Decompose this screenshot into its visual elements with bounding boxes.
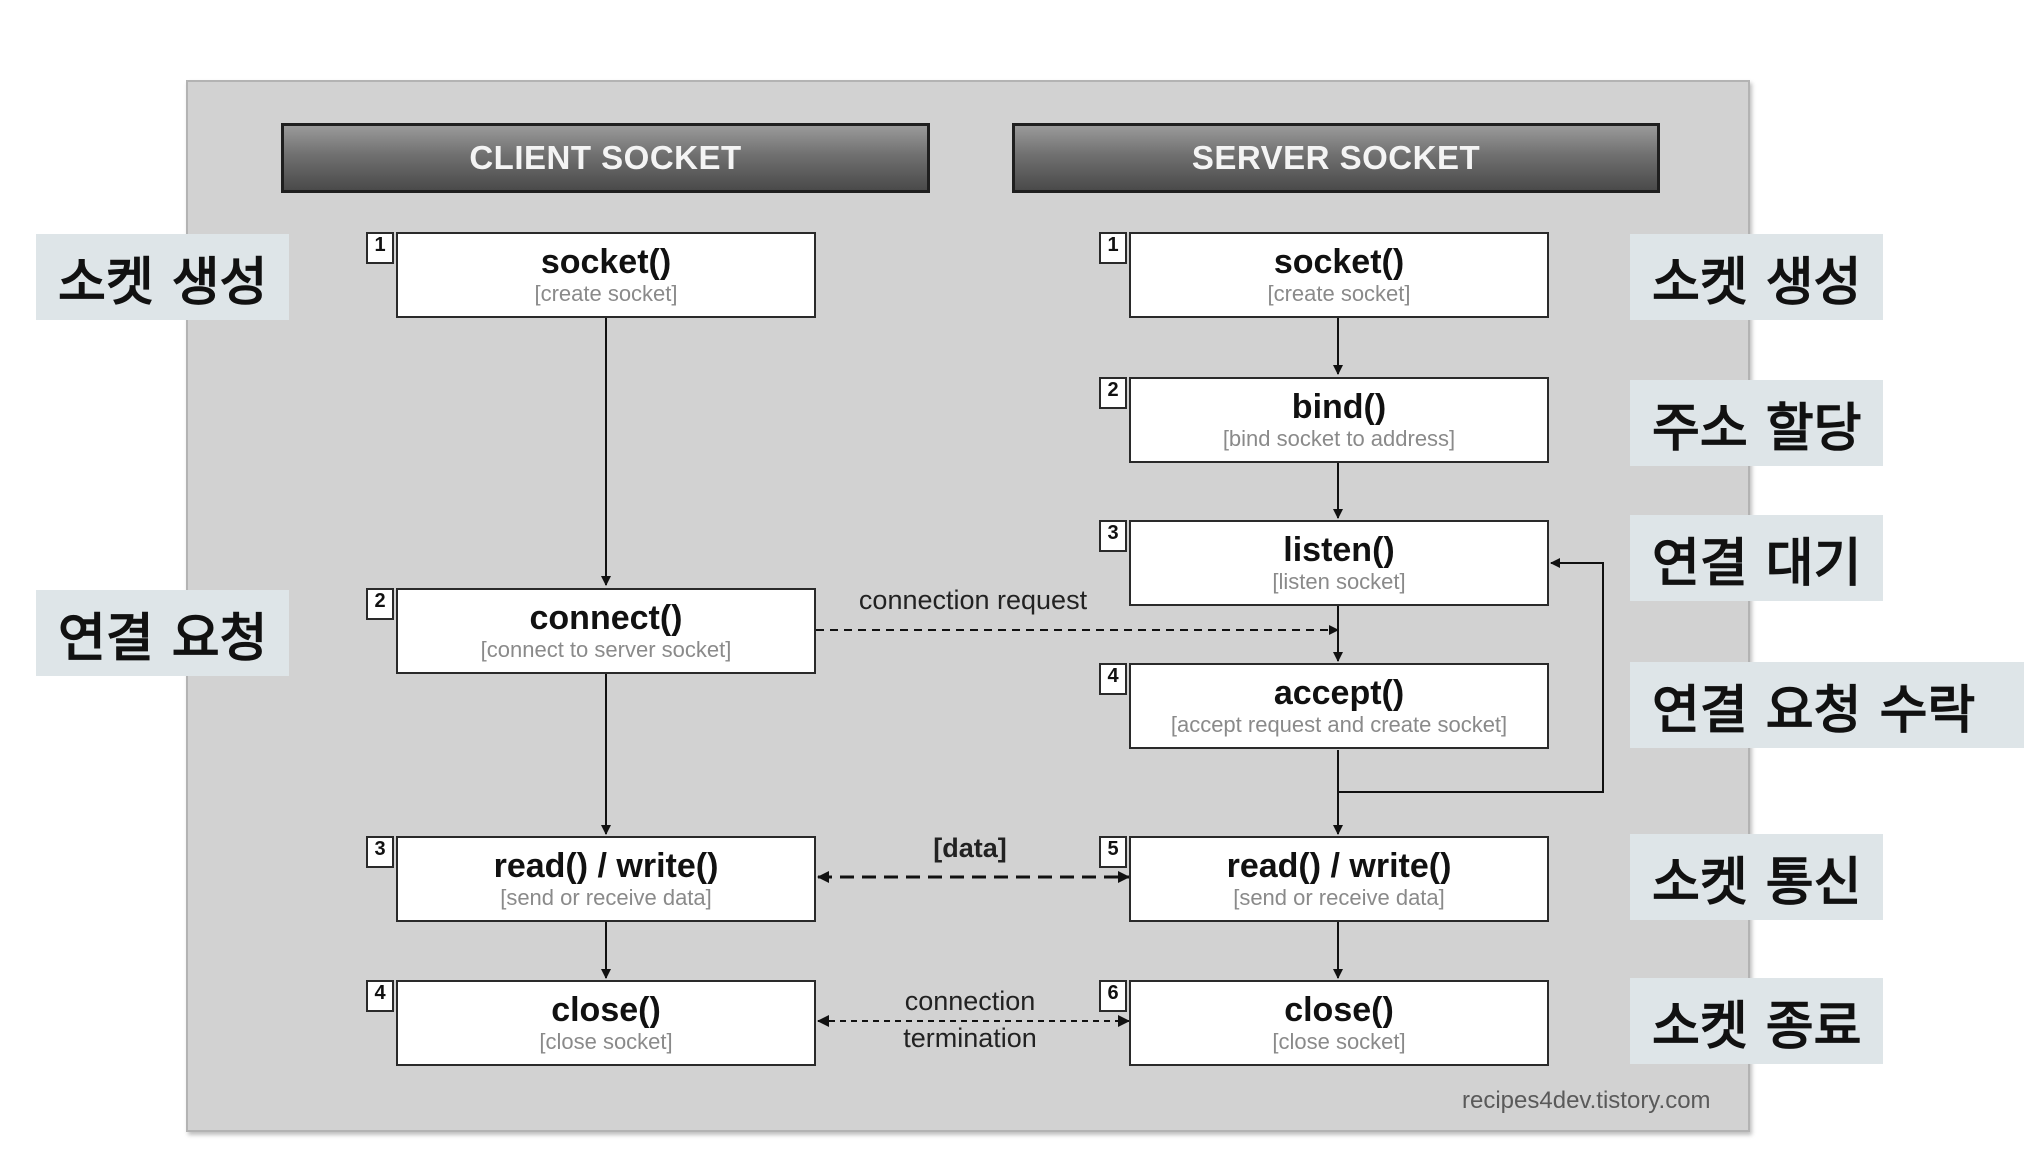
server-step-number: 2 [1099, 377, 1127, 409]
server-step-number: 6 [1099, 980, 1127, 1012]
server-step-accept-desc: [accept request and create socket] [1170, 712, 1508, 737]
label-left-create: 소켓 생성 [36, 234, 290, 320]
server-socket-header: SERVER SOCKET [1012, 123, 1660, 193]
server-step-listen-desc: [listen socket] [1272, 569, 1406, 594]
client-step-socket: socket() [create socket] [396, 232, 816, 318]
client-step-connect-desc: [connect to server socket] [480, 637, 732, 662]
server-step-listen-fn: listen() [1283, 531, 1395, 569]
client-step-readwrite-fn: read() / write() [493, 847, 719, 885]
server-step-readwrite-fn: read() / write() [1226, 847, 1452, 885]
client-step-socket-desc: [create socket] [534, 281, 678, 306]
label-left-connect: 연결 요청 [36, 590, 290, 676]
server-step-number: 4 [1099, 663, 1127, 695]
server-step-bind-fn: bind() [1291, 388, 1387, 426]
server-step-socket-desc: [create socket] [1267, 281, 1411, 306]
client-step-close-fn: close() [551, 991, 661, 1029]
server-step-socket-fn: socket() [1273, 243, 1405, 281]
server-step-socket: socket() [create socket] [1129, 232, 1549, 318]
label-right-listen: 연결 대기 [1630, 515, 1884, 601]
server-step-readwrite: read() / write() [send or receive data] [1129, 836, 1549, 922]
client-step-close: close() [close socket] [396, 980, 816, 1066]
client-socket-header: CLIENT SOCKET [281, 123, 930, 193]
client-step-readwrite-desc: [send or receive data] [500, 885, 712, 910]
client-step-number: 2 [366, 588, 394, 620]
server-step-number: 1 [1099, 232, 1127, 264]
data-label: [data] [933, 833, 1007, 863]
server-step-readwrite-desc: [send or receive data] [1233, 885, 1445, 910]
label-right-create: 소켓 생성 [1630, 234, 1884, 320]
client-step-number: 3 [366, 836, 394, 868]
server-step-listen: listen() [listen socket] [1129, 520, 1549, 606]
connection-request-label: connection request [858, 585, 1088, 615]
server-step-close-fn: close() [1284, 991, 1394, 1029]
server-step-number: 5 [1099, 836, 1127, 868]
server-step-close-desc: [close socket] [1272, 1029, 1406, 1054]
server-loop-arrow [1338, 558, 1604, 793]
client-step-connect-fn: connect() [529, 599, 683, 637]
client-step-connect: connect() [connect to server socket] [396, 588, 816, 674]
credit-text: recipes4dev.tistory.com [1462, 1087, 1711, 1114]
client-step-number: 4 [366, 980, 394, 1012]
server-step-number: 3 [1099, 520, 1127, 552]
client-step-readwrite: read() / write() [send or receive data] [396, 836, 816, 922]
client-step-number: 1 [366, 232, 394, 264]
label-right-bind: 주소 할당 [1630, 380, 1884, 466]
label-right-communicate: 소켓 통신 [1630, 834, 1884, 920]
termination-label-line1: connection [904, 986, 1036, 1016]
label-right-accept: 연결 요청 수락 [1630, 662, 2024, 748]
server-step-bind-desc: [bind socket to address] [1222, 426, 1456, 451]
server-step-accept-fn: accept() [1273, 674, 1405, 712]
client-step-socket-fn: socket() [540, 243, 672, 281]
termination-label-line2: termination [903, 1023, 1037, 1053]
client-step-close-desc: [close socket] [539, 1029, 673, 1054]
server-step-bind: bind() [bind socket to address] [1129, 377, 1549, 463]
label-right-close: 소켓 종료 [1630, 978, 1884, 1064]
server-step-accept: accept() [accept request and create sock… [1129, 663, 1549, 749]
server-step-close: close() [close socket] [1129, 980, 1549, 1066]
